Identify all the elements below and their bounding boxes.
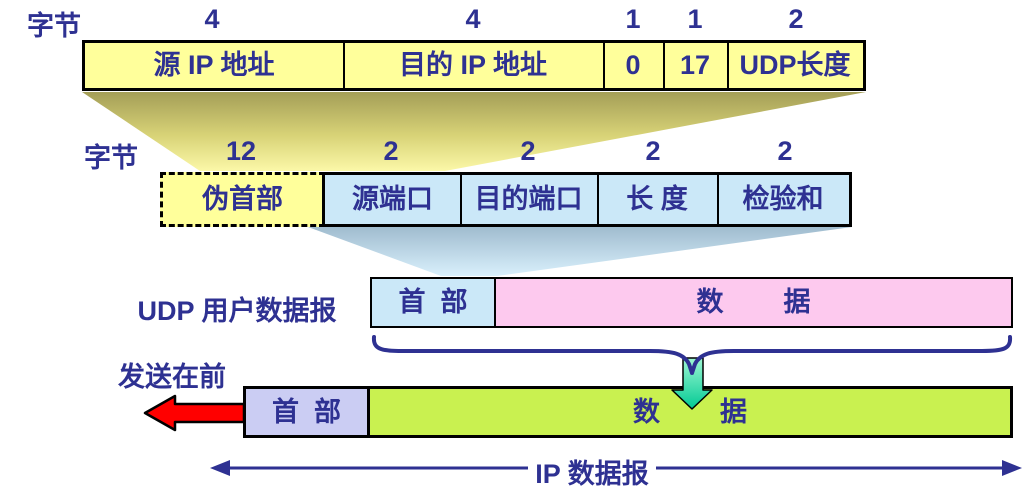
ip-data-cell: 数 据 bbox=[367, 386, 1013, 438]
byte-count: 2 bbox=[788, 4, 804, 34]
field-dest-ip: 目的 IP 地址 bbox=[398, 50, 548, 80]
byte-count: 12 bbox=[225, 136, 257, 166]
byte-count: 4 bbox=[204, 4, 220, 34]
udp-data-label: 数 据 bbox=[696, 287, 811, 317]
send-first-label: 发送在前 bbox=[118, 362, 226, 392]
byte-count: 2 bbox=[520, 136, 536, 166]
blue-funnel-shadow bbox=[308, 227, 852, 276]
field-pseudo-header: 伪首部 bbox=[202, 184, 283, 214]
ip-header-cell: 首 部 bbox=[243, 386, 370, 438]
byte-count: 2 bbox=[777, 136, 793, 166]
pseudo-header-fields-row: 源 IP 地址 目的 IP 地址 0 17 UDP长度 bbox=[82, 40, 866, 91]
ip-datagram-span-label: IP 数据报 bbox=[535, 459, 649, 489]
field-udp-length: UDP长度 bbox=[739, 50, 851, 80]
cell-divider bbox=[717, 175, 719, 224]
byte-unit-label-row2: 字节 bbox=[84, 143, 138, 173]
byte-count: 2 bbox=[383, 136, 399, 166]
field-length: 长 度 bbox=[626, 184, 688, 214]
ip-data-label: 数 据 bbox=[632, 397, 747, 427]
udp-datagram-label: UDP 用户数据报 bbox=[137, 296, 337, 326]
pseudo-header-cell: 伪首部 bbox=[160, 172, 325, 227]
udp-header-fields-row: 源端口 目的端口 长 度 检验和 bbox=[322, 172, 852, 227]
yellow-funnel-shadow bbox=[82, 92, 866, 171]
byte-count: 1 bbox=[625, 4, 641, 34]
field-zero: 0 bbox=[625, 50, 641, 80]
byte-count: 4 bbox=[465, 4, 481, 34]
cell-divider bbox=[343, 43, 345, 88]
field-dest-port: 目的端口 bbox=[474, 184, 583, 214]
field-source-ip: 源 IP 地址 bbox=[153, 50, 275, 80]
udp-datagram-header-cell: 首 部 bbox=[370, 277, 496, 328]
cell-divider bbox=[460, 175, 462, 224]
cell-divider bbox=[597, 175, 599, 224]
cell-divider bbox=[603, 43, 605, 88]
field-checksum: 检验和 bbox=[742, 184, 824, 214]
byte-count: 1 bbox=[687, 4, 703, 34]
cell-divider bbox=[663, 43, 665, 88]
byte-unit-label-row1: 字节 bbox=[27, 11, 81, 41]
ip-header-label: 首 部 bbox=[271, 397, 341, 427]
cell-divider bbox=[727, 43, 729, 88]
udp-datagram-data-cell: 数 据 bbox=[494, 277, 1013, 328]
byte-count: 2 bbox=[645, 136, 661, 166]
field-source-port: 源端口 bbox=[352, 184, 433, 214]
field-protocol-17: 17 bbox=[679, 50, 711, 80]
udp-header-label: 首 部 bbox=[398, 287, 468, 317]
